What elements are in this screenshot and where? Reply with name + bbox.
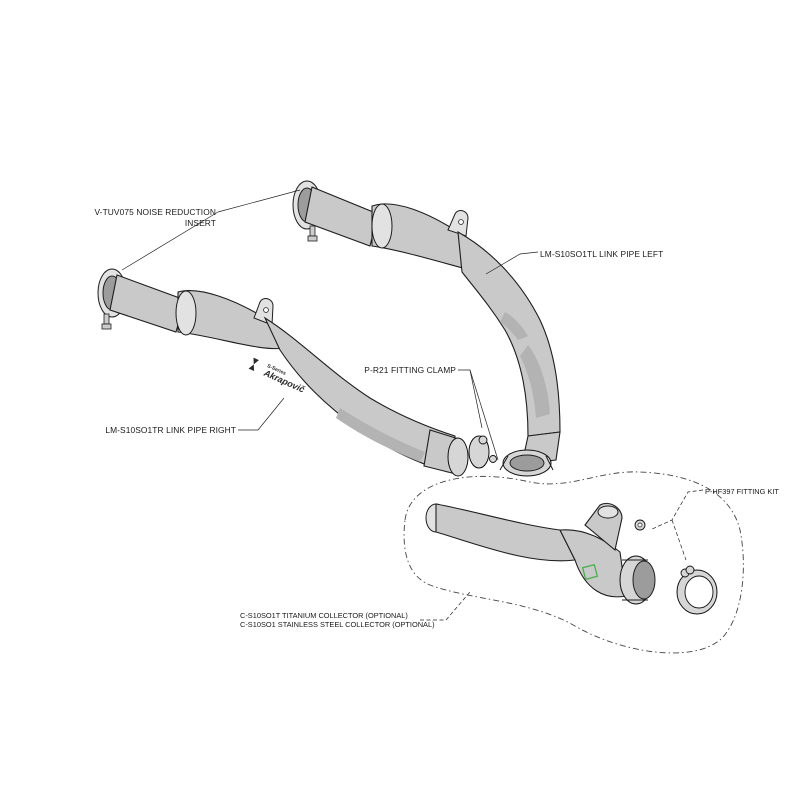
collector-titanium-label: C-S10SO1T TITANIUM COLLECTOR (OPTIONAL) — [240, 611, 408, 620]
fitting-kit-parts — [634, 519, 718, 615]
insert-label-line2: INSERT — [185, 218, 216, 228]
insert-screw-upper — [307, 225, 318, 242]
collector-assembly — [425, 502, 656, 605]
link-pipe-right — [97, 268, 469, 477]
collector-steel-label: C-S10SO1 STAINLESS STEEL COLLECTOR (OPTI… — [240, 620, 435, 629]
fitting-kit-label: P-HF397 FITTING KIT — [705, 487, 779, 496]
link-pipe-left — [292, 180, 561, 465]
fitting-clamp-label: P-R21 FITTING CLAMP — [364, 365, 456, 375]
link-pipe-left-label: LM-S10SO1TL LINK PIPE LEFT — [540, 249, 663, 259]
optional-collector-outline — [403, 471, 744, 654]
insert-screw-lower — [101, 313, 112, 330]
link-pipe-right-label: LM-S10SO1TR LINK PIPE RIGHT — [105, 425, 236, 435]
insert-label-line1: V-TUV075 NOISE REDUCTION — [94, 207, 216, 217]
sensor-boss-highlight — [581, 563, 599, 581]
fitting-clamp-right — [468, 435, 497, 469]
leader-lines — [121, 189, 704, 621]
fitting-clamp-left — [499, 449, 554, 477]
